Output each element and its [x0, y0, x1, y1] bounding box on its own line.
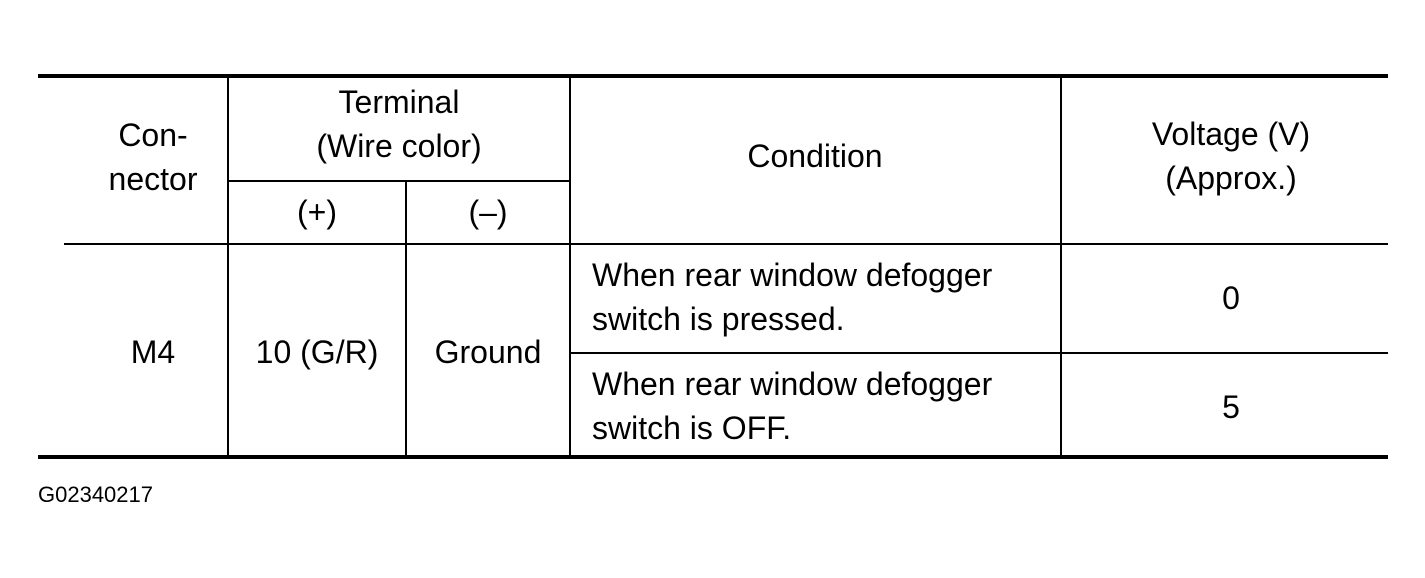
condition-off-line-2: switch is OFF. — [592, 410, 792, 446]
plus-terminal-value: 10 (G/R) — [255, 334, 379, 370]
minus-terminal-header: (–) — [468, 194, 508, 230]
condition-voltage-divider — [1060, 76, 1062, 457]
terminal-header-line-1: Terminal — [338, 84, 460, 120]
terminal-header: Terminal (Wire color) — [228, 80, 570, 168]
plus-terminal-header: (+) — [297, 194, 337, 230]
terminal-condition-divider — [569, 76, 571, 457]
condition-off: When rear window defogger switch is OFF. — [592, 362, 1052, 450]
connector-header-line-2: nector — [108, 161, 198, 197]
terminal-subheader-divider — [228, 180, 570, 182]
condition-pressed-line-1: When rear window defogger — [592, 257, 993, 293]
condition-off-line-1: When rear window defogger — [592, 366, 993, 402]
condition-row-divider — [570, 352, 1388, 354]
figure-id: G02340217 — [38, 482, 153, 507]
plus-minus-divider — [405, 180, 407, 457]
voltage-header-line-1: Voltage (V) — [1151, 116, 1311, 152]
table-top-border — [38, 74, 1388, 78]
condition-header: Condition — [747, 138, 883, 174]
connector-header-line-1: Con- — [118, 117, 188, 153]
connector-column-divider — [227, 76, 229, 457]
voltage-header: Voltage (V) (Approx.) — [1061, 112, 1401, 200]
condition-pressed-line-2: switch is pressed. — [592, 301, 845, 337]
voltage-off-value: 5 — [1222, 389, 1240, 425]
header-bottom-divider — [64, 243, 1388, 245]
voltage-pressed-value: 0 — [1222, 280, 1240, 316]
connector-value: M4 — [130, 334, 176, 370]
terminal-header-line-2: (Wire color) — [316, 128, 482, 164]
table-bottom-border — [38, 455, 1388, 459]
connector-header: Con- nector — [38, 113, 268, 201]
minus-terminal-value: Ground — [434, 334, 542, 370]
voltage-header-line-2: (Approx.) — [1165, 160, 1297, 196]
condition-pressed: When rear window defogger switch is pres… — [592, 253, 1052, 341]
